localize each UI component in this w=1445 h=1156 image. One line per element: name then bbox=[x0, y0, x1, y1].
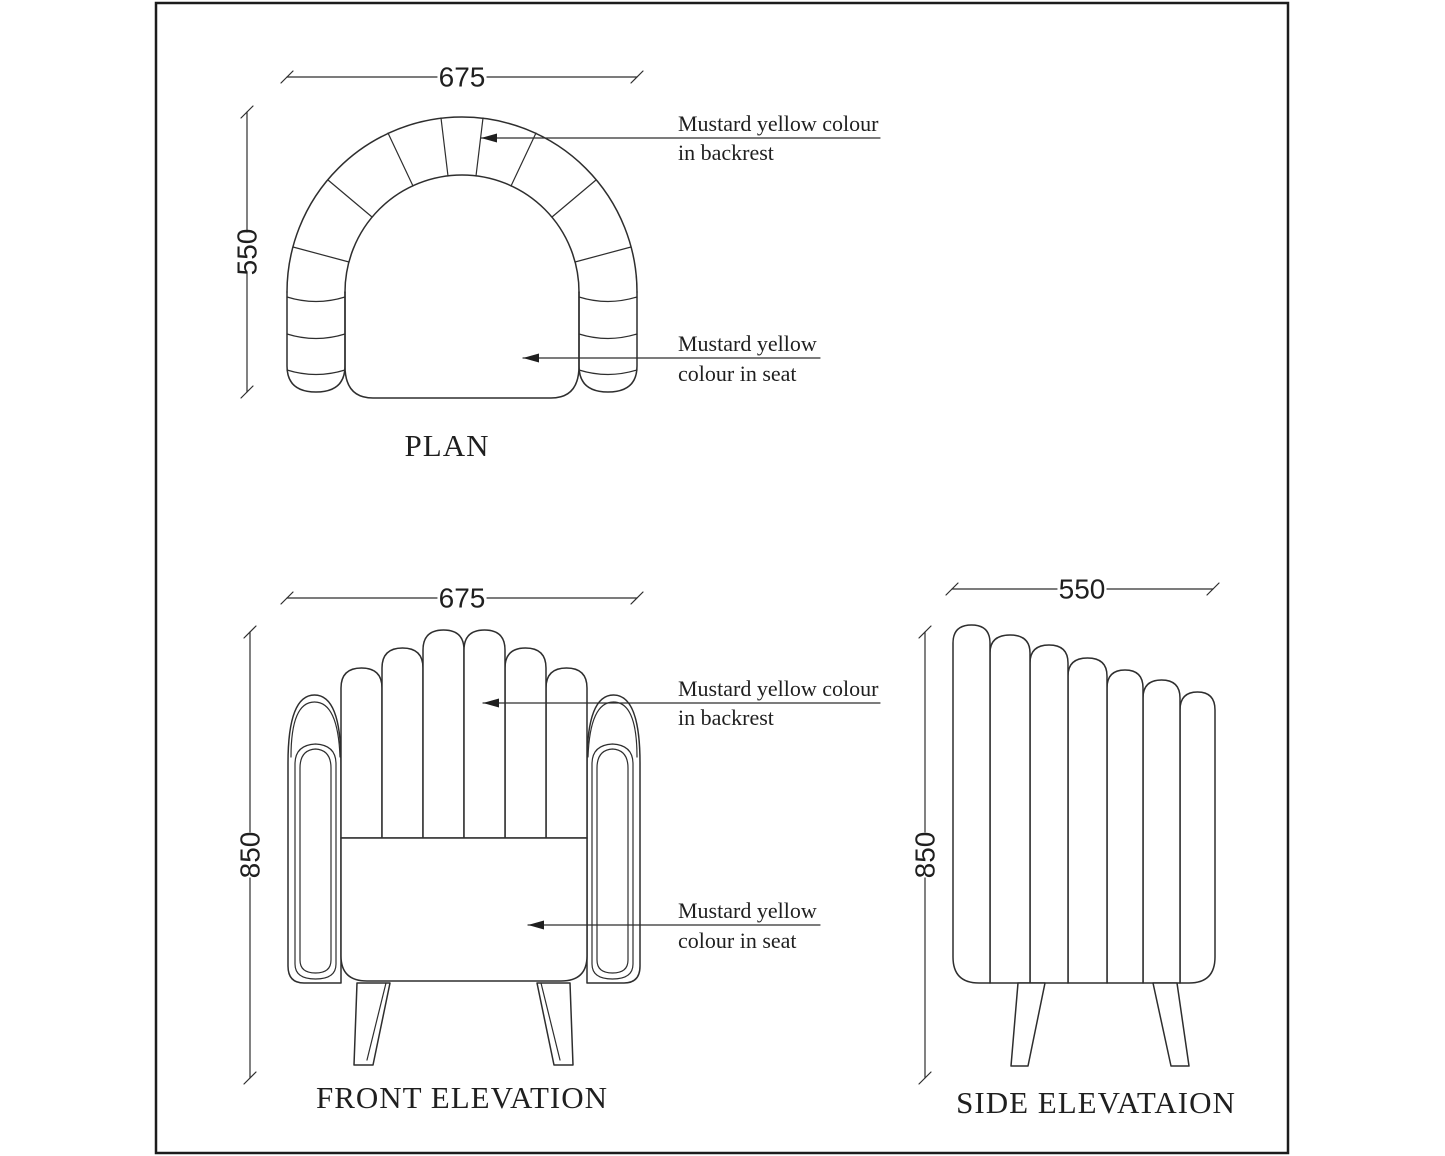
side-channel bbox=[1029, 644, 1069, 984]
plan-backrest-annotation: Mustard yellow colour in backrest bbox=[480, 111, 881, 165]
plan-backrest-outer-arc bbox=[286, 116, 638, 293]
annotation-text-line1: Mustard yellow bbox=[678, 331, 817, 356]
plan-channel-line bbox=[292, 246, 350, 263]
front-back-channel bbox=[545, 667, 588, 839]
front-height-dimension: 850 bbox=[235, 625, 266, 1085]
annotation-text-line1: Mustard yellow colour bbox=[678, 111, 879, 136]
plan-seat-outline bbox=[344, 291, 580, 399]
side-channel bbox=[1067, 657, 1108, 984]
annotation-text-line1: Mustard yellow colour bbox=[678, 676, 879, 701]
front-right-arm-panel bbox=[591, 743, 634, 980]
dimension-ticks bbox=[918, 625, 932, 1085]
front-back-channel bbox=[504, 647, 547, 839]
side-channel bbox=[1106, 669, 1144, 984]
dimension-ticks bbox=[240, 105, 254, 399]
front-seat bbox=[340, 837, 588, 982]
front-left-arm-panel-inner bbox=[299, 748, 332, 974]
dimension-ticks bbox=[280, 70, 644, 84]
annotation-text-line1: Mustard yellow bbox=[678, 898, 817, 923]
front-right-rear-leg-line bbox=[540, 982, 561, 1061]
plan-backrest-left-leg bbox=[286, 291, 346, 393]
front-back-channel bbox=[340, 667, 383, 839]
front-backrest-annotation: Mustard yellow colour in backrest bbox=[482, 676, 881, 730]
annotation-text-line2: colour in seat bbox=[678, 928, 797, 953]
plan-channel-line bbox=[387, 132, 414, 187]
plan-channel-line bbox=[286, 369, 346, 376]
front-right-arm bbox=[586, 694, 641, 984]
plan-channel-line bbox=[578, 369, 638, 376]
dimension-ticks bbox=[280, 591, 644, 605]
annotation-text-line2: colour in seat bbox=[678, 361, 797, 386]
plan-channel-line bbox=[440, 117, 449, 177]
side-channel bbox=[952, 624, 991, 984]
front-width-value: 675 bbox=[439, 583, 486, 614]
side-height-dimension: 850 bbox=[910, 625, 941, 1085]
plan-depth-dimension: 550 bbox=[232, 105, 263, 399]
dimension-ticks bbox=[945, 582, 1220, 596]
front-height-value: 850 bbox=[235, 832, 266, 879]
side-view-title: SIDE ELEVATAION bbox=[956, 1085, 1236, 1120]
front-elevation-view: 675 850 Mustard yellow colour in backres… bbox=[235, 583, 881, 1115]
leader-arrow-icon bbox=[481, 133, 497, 143]
front-seat-annotation: Mustard yellow colour in seat bbox=[527, 898, 821, 953]
plan-depth-value: 550 bbox=[232, 229, 263, 276]
plan-channel-line bbox=[551, 179, 597, 218]
leader-arrow-icon bbox=[523, 353, 539, 363]
side-width-dimension: 550 bbox=[945, 574, 1220, 605]
side-channel bbox=[1179, 691, 1216, 984]
side-height-value: 850 bbox=[910, 832, 941, 879]
front-left-arm-panel bbox=[294, 743, 337, 980]
plan-channel-line bbox=[286, 296, 346, 303]
front-left-leg bbox=[353, 982, 391, 1066]
plan-channel-line bbox=[578, 296, 638, 303]
side-channel bbox=[989, 634, 1031, 984]
side-width-value: 550 bbox=[1059, 574, 1106, 605]
front-back-channel bbox=[422, 629, 465, 839]
front-left-armcap-inner-arc bbox=[290, 701, 341, 758]
front-view-title: FRONT ELEVATION bbox=[316, 1080, 608, 1115]
dimension-ticks bbox=[243, 625, 257, 1085]
annotation-text-line2: in backrest bbox=[678, 140, 774, 165]
plan-view: 675 550 Mustard yellow colour in backres… bbox=[232, 62, 881, 463]
side-rear-leg bbox=[1010, 982, 1046, 1067]
plan-channel-line bbox=[574, 246, 632, 263]
leader-arrow-icon bbox=[483, 698, 499, 708]
leader-arrow-icon bbox=[528, 920, 544, 930]
front-back-channel bbox=[381, 647, 424, 839]
side-channel bbox=[1142, 679, 1181, 984]
plan-channel-line bbox=[286, 333, 346, 340]
plan-channel-line bbox=[327, 179, 373, 218]
plan-view-title: PLAN bbox=[405, 428, 490, 463]
annotation-text-line2: in backrest bbox=[678, 705, 774, 730]
front-right-armcap-inner-arc bbox=[587, 701, 638, 758]
side-front-leg bbox=[1152, 982, 1190, 1067]
plan-channel-line bbox=[510, 132, 537, 187]
plan-backrest-right-leg bbox=[578, 291, 638, 393]
front-right-arm-panel-inner bbox=[596, 748, 629, 974]
side-elevation-view: 550 850 SIDE ELEVATAION bbox=[910, 574, 1236, 1121]
front-width-dimension: 675 bbox=[280, 583, 644, 614]
plan-backrest-inner-arc bbox=[344, 174, 580, 293]
plan-width-value: 675 bbox=[439, 62, 486, 93]
front-left-arm bbox=[287, 694, 342, 984]
front-left-rear-leg-line bbox=[366, 982, 387, 1061]
plan-width-dimension: 675 bbox=[280, 62, 644, 93]
front-right-leg bbox=[536, 982, 574, 1066]
plan-seat-annotation: Mustard yellow colour in seat bbox=[522, 331, 821, 386]
plan-channel-line bbox=[475, 117, 484, 177]
plan-channel-line bbox=[578, 333, 638, 340]
sheet-border bbox=[154, 1, 1290, 1155]
front-back-channel bbox=[463, 629, 506, 839]
